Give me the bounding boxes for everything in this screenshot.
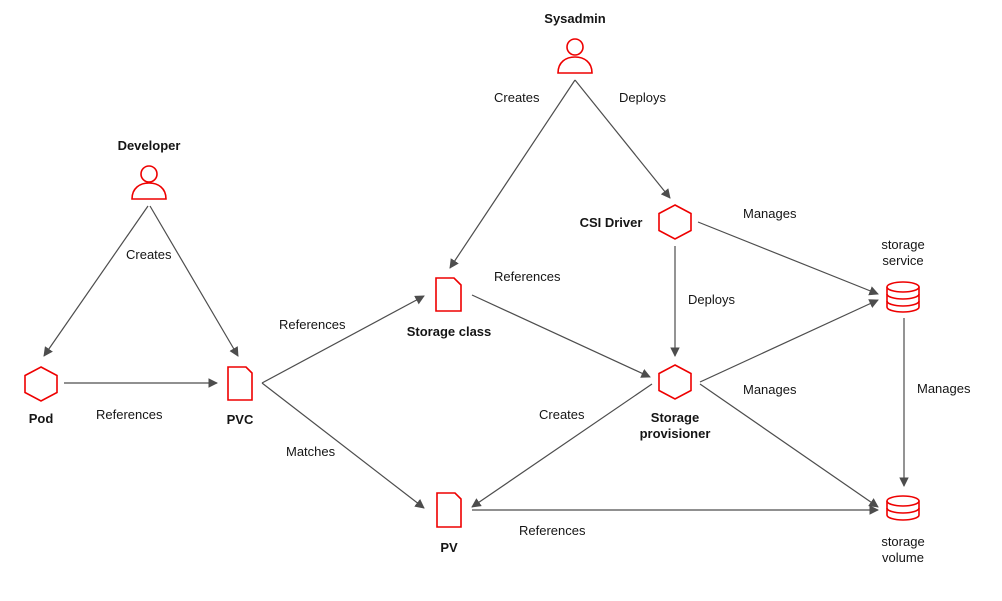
database-icon	[886, 281, 920, 313]
hexagon-icon	[24, 366, 58, 402]
node-label-storage-service-line1: storage	[881, 237, 924, 252]
node-sysadmin: Sysadmin	[544, 11, 606, 74]
node-storage-volume: storage volume	[881, 495, 925, 565]
node-label-sysadmin: Sysadmin	[544, 11, 605, 26]
edge-developer-to-pvc	[149, 205, 239, 357]
document-icon	[435, 277, 462, 312]
edge-provisioner-to-storage-service	[699, 299, 879, 383]
edge-label-csi-driver-manages: Manages	[743, 206, 797, 221]
node-label-storage-provisioner-line2: provisioner	[640, 426, 711, 441]
document-icon	[227, 366, 253, 401]
edge-label-storage-class-references: References	[494, 269, 561, 284]
node-label-csi-driver: CSI Driver	[580, 215, 643, 230]
edge-sysadmin-to-storage-class	[449, 79, 576, 269]
edge-label-pvc-references-storage-class: References	[279, 317, 346, 332]
node-label-storage-volume-line2: volume	[882, 550, 924, 565]
node-storage-class: Storage class	[407, 277, 492, 339]
node-label-pv: PV	[440, 540, 458, 555]
user-icon	[131, 165, 167, 200]
node-storage-service: storage service	[881, 237, 925, 313]
edge-label-service-manages: Manages	[917, 381, 971, 396]
node-csi-driver: CSI Driver	[580, 204, 692, 240]
document-icon	[436, 492, 462, 528]
database-icon	[886, 495, 920, 521]
edge-label-provisioner-creates: Creates	[539, 407, 585, 422]
edge-provisioner-to-pv	[471, 383, 653, 508]
edges	[43, 79, 909, 515]
node-pod: Pod	[24, 366, 58, 426]
edge-labels: Creates References References Matches Cr…	[96, 90, 971, 538]
user-icon	[557, 38, 593, 74]
edge-storage-class-to-provisioner	[471, 294, 651, 378]
edge-pvc-to-pv	[261, 382, 425, 509]
edge-pvc-to-storage-class	[261, 295, 425, 384]
node-pv: PV	[436, 492, 462, 555]
edge-label-developer-creates: Creates	[126, 247, 172, 262]
node-label-storage-volume-line1: storage	[881, 534, 924, 549]
edge-sysadmin-to-csi-driver	[574, 79, 671, 199]
hexagon-icon	[658, 364, 692, 400]
node-label-developer: Developer	[118, 138, 181, 153]
node-storage-provisioner: Storage provisioner	[640, 364, 711, 441]
edge-provisioner-to-storage-volume	[699, 383, 879, 508]
edge-label-sysadmin-creates: Creates	[494, 90, 540, 105]
edge-developer-to-pod	[43, 205, 149, 357]
edge-label-csi-driver-deploys: Deploys	[688, 292, 735, 307]
edge-label-provisioner-manages: Manages	[743, 382, 797, 397]
node-pvc: PVC	[227, 366, 254, 427]
edge-label-pvc-matches-pv: Matches	[286, 444, 336, 459]
node-label-storage-provisioner-line1: Storage	[651, 410, 699, 425]
node-label-storage-service-line2: service	[882, 253, 923, 268]
edge-label-sysadmin-deploys: Deploys	[619, 90, 666, 105]
edge-csi-driver-to-storage-service	[697, 221, 879, 296]
node-label-pvc: PVC	[227, 412, 254, 427]
node-label-storage-class: Storage class	[407, 324, 492, 339]
edge-label-pv-references: References	[519, 523, 586, 538]
node-label-pod: Pod	[29, 411, 54, 426]
edge-label-pod-references-pvc: References	[96, 407, 163, 422]
node-developer: Developer	[118, 138, 181, 200]
hexagon-icon	[658, 204, 692, 240]
